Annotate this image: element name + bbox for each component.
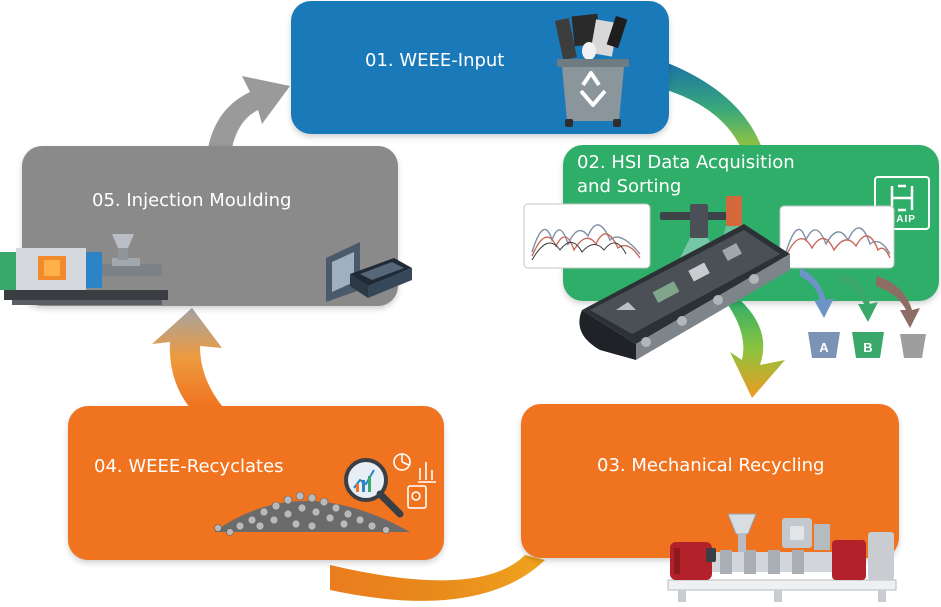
pellets-pile-icon [214,491,410,536]
arrow-hsi-to-mechanical [728,300,785,398]
step-title-line1: 02. HSI Data Acquisition [577,152,795,173]
arrow-mechanical-to-recyclates [330,555,545,601]
extruder-machine-icon [667,513,897,602]
magnifier-chart-icon [344,458,404,518]
step-title: 03. Mechanical Recycling [597,455,825,476]
analytics-icon [393,453,436,509]
mould-tray-icon [326,242,412,302]
step-mechanical-recycling: 03. Mechanical Recycling [521,404,899,558]
step-title: 01. WEEE-Input [365,50,505,71]
arrow-moulding-to-input [208,76,290,148]
sorting-bin-icon: B [852,332,884,358]
svg-text:B: B [863,340,872,355]
step-weee-input: 01. WEEE-Input [291,1,669,134]
conveyor-belt-icon [579,224,790,360]
recycle-bin-icon [554,13,629,127]
haip-logo-text: HAIP [888,214,916,225]
svg-text:A: A [819,340,829,355]
sorting-bin-icon: A [808,332,840,358]
spectrum-chart-icon [523,203,651,269]
step-title: 04. WEEE-Recyclates [94,456,284,477]
haip-logo: HAIP [874,176,930,230]
injection-moulding-machine-icon [0,234,168,305]
arrow-input-to-hsi [660,60,762,150]
spectrum-chart-icon [779,205,895,269]
arrow-recyclates-to-moulding [152,308,222,408]
step-title: 05. Injection Moulding [92,190,292,211]
sorting-bin-icon [900,334,926,358]
step-title-line2: and Sorting [577,176,682,197]
